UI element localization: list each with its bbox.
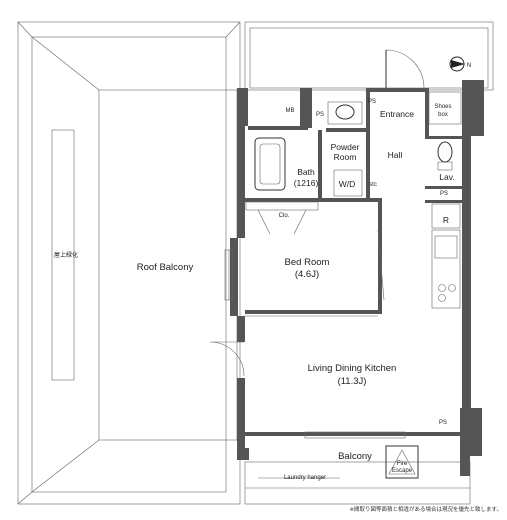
ldk-label: Living Dining Kitchen xyxy=(308,363,397,374)
ps-label-4: PS xyxy=(439,420,447,426)
entrance-label: Entrance xyxy=(380,109,414,119)
powder-sink xyxy=(335,104,355,120)
balcony-door xyxy=(304,431,406,439)
roof-balcony-label: Roof Balcony xyxy=(137,262,194,273)
shoes-box-label-2: box xyxy=(438,112,448,118)
roof-greenery-strip xyxy=(51,129,75,381)
fire-escape-hatch xyxy=(385,445,419,479)
footer-note: ※間取り図等面積と相違がある場合は現況を優先と致します。 xyxy=(349,507,502,513)
shoes-box xyxy=(428,91,462,125)
exterior-walls xyxy=(230,80,484,476)
roof-greenery-label: 屋上緑化 xyxy=(54,251,78,259)
mb-label: MB xyxy=(286,108,295,114)
bath-label: Bath xyxy=(297,167,315,177)
lav-label: Lav. xyxy=(439,172,454,182)
bed-room-label: Bed Room xyxy=(285,257,330,268)
kitchen-counter xyxy=(431,229,461,309)
powder-room-label-1: Powder xyxy=(331,142,360,152)
washer-dryer xyxy=(333,169,363,197)
refrigerator xyxy=(431,203,461,229)
compass-arrow-icon xyxy=(451,60,465,68)
hall-label: Hall xyxy=(388,150,403,160)
bed-room-size: (4.6J) xyxy=(295,269,319,280)
north-compass xyxy=(449,56,465,72)
wd-label: W/D xyxy=(339,179,356,189)
compass-label: N xyxy=(467,63,471,69)
roof-balcony-area xyxy=(17,21,241,505)
powder-room-label-2: Room xyxy=(334,152,357,162)
balcony-label: Balcony xyxy=(338,451,372,462)
bathtub xyxy=(254,137,286,191)
fire-escape-label-2: Escape xyxy=(392,468,413,474)
bath-size: (1216) xyxy=(294,178,319,188)
upper-roof-strip xyxy=(244,21,494,91)
toilet-lav xyxy=(437,141,453,163)
fire-escape-label-1: Fire xyxy=(397,461,408,467)
stc-label: stc xyxy=(369,182,377,188)
ps-label-2: PS xyxy=(368,99,376,105)
bottom-balcony-edge xyxy=(244,461,471,505)
laundry-hanger-label: Laundry hanger xyxy=(284,475,326,481)
closet xyxy=(245,201,319,211)
closet-label: Clo. xyxy=(279,213,290,219)
ps-label-3: PS xyxy=(440,191,448,197)
ps-label-1: PS xyxy=(316,112,324,118)
ldk-size: (11.3J) xyxy=(338,376,367,387)
shoes-box-label-1: Shoes xyxy=(434,104,451,110)
ldk-door xyxy=(209,341,245,377)
refrigerator-label: R xyxy=(443,215,449,225)
entrance-door xyxy=(385,49,425,89)
